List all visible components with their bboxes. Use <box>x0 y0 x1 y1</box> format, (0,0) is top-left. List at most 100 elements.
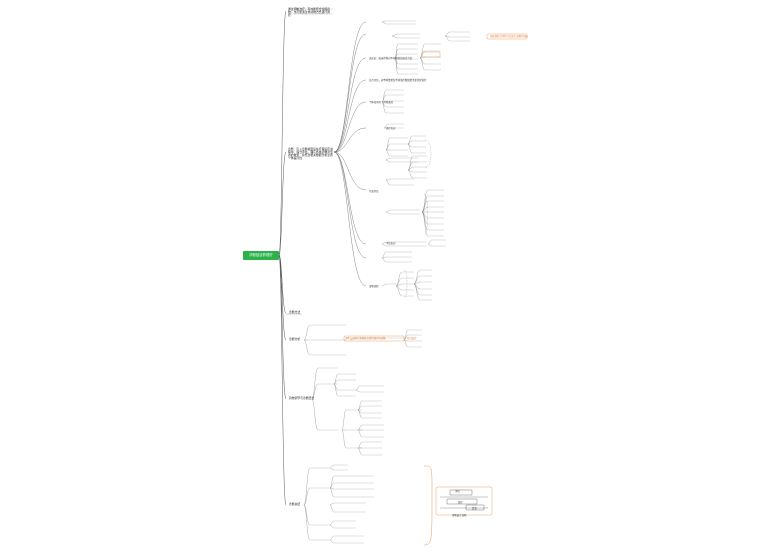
edge-183 <box>403 334 409 341</box>
edge-159 <box>413 281 421 285</box>
edge-244 <box>329 467 335 471</box>
edge-2 <box>278 151 287 256</box>
frame-171 <box>486 33 528 40</box>
b6-bracket <box>423 465 433 546</box>
branch-5-label[interactable]: 药物调节与诊断结合 <box>289 396 315 400</box>
frame-269 <box>465 504 485 511</box>
edge-246 <box>329 475 335 489</box>
edge-194 <box>311 398 319 431</box>
edge-192 <box>311 383 319 400</box>
edge-143 <box>381 283 387 287</box>
edge-93 <box>407 155 414 171</box>
edge-238 <box>303 504 311 526</box>
edge-248 <box>329 482 335 489</box>
edge-43 <box>419 50 426 59</box>
edge-14 <box>333 127 367 153</box>
edge-236 <box>303 487 311 506</box>
edge-107 <box>385 209 391 213</box>
frame-189 <box>343 335 405 342</box>
edge-262 <box>329 535 335 541</box>
edge-242 <box>329 464 335 469</box>
branch-4-label[interactable]: 诊断分析 <box>289 337 301 341</box>
edge-258 <box>329 520 335 526</box>
frame-266 <box>435 486 493 516</box>
edge-206 <box>355 389 361 393</box>
edge-165 <box>413 283 421 301</box>
edge-75 <box>385 143 391 151</box>
b2-child-4[interactable]: 治疗反应 <box>386 127 396 130</box>
summary-arc-167 <box>424 139 432 169</box>
b2-child-5[interactable]: 疗效评估 <box>369 190 379 193</box>
edge-179 <box>349 337 357 341</box>
edge-125 <box>421 211 429 231</box>
b2-child-6[interactable]: 不良反应 <box>386 242 396 245</box>
edge-67 <box>381 101 387 114</box>
edge-91 <box>385 159 391 163</box>
edge-187 <box>403 339 409 348</box>
edge-216 <box>357 405 363 411</box>
b6-box-cell-3: 复查 <box>472 507 477 510</box>
branch-3-label[interactable]: 诊断方法 <box>289 310 301 314</box>
edge-83 <box>407 140 413 145</box>
edge-101 <box>407 169 414 179</box>
edge-81 <box>407 135 413 145</box>
edge-212 <box>341 429 347 449</box>
edge-111 <box>421 189 429 213</box>
edge-133 <box>427 239 433 245</box>
b6-box-cell-2: 治疗 <box>458 501 463 504</box>
b2-child-7[interactable]: 诊断流程 <box>369 285 379 288</box>
edge-19 <box>381 20 387 23</box>
edge-103 <box>385 178 391 181</box>
note-orange-mid: 诊断与用药方案相结合需持续评估调整 <box>345 337 386 340</box>
edge-9 <box>333 21 367 153</box>
edge-109 <box>385 211 391 215</box>
edge-39 <box>394 57 399 75</box>
edge-135 <box>427 243 433 247</box>
note-orange-low: 综合结论 <box>407 337 417 340</box>
edge-260 <box>329 524 335 529</box>
b6-box-title: 诊断结合流程 <box>452 514 467 517</box>
edge-250 <box>329 487 335 490</box>
summary-arc-169 <box>403 269 408 299</box>
edge-1 <box>278 10 287 256</box>
edge-79 <box>385 149 391 157</box>
b2-child-1[interactable]: 适应证：临床药物对不同患者的治疗方案 <box>369 57 413 60</box>
edge-18 <box>333 151 367 287</box>
edge-147 <box>395 277 403 287</box>
edge-137 <box>381 251 387 259</box>
branch-2-label[interactable]: 诊断：引入诊断模型后在疗程设定进程中，综合评估，确认各类药物对患者的效果，并结合… <box>288 147 333 160</box>
edge-153 <box>395 285 403 297</box>
edge-157 <box>413 275 421 285</box>
edge-13 <box>333 101 367 153</box>
b2-child-2[interactable]: 综合评估，对不同患者在不同治疗阶段给予差异化治疗 <box>369 79 427 82</box>
edge-87 <box>407 143 413 154</box>
edge-15 <box>333 151 367 191</box>
edge-254 <box>329 502 335 506</box>
edge-177 <box>303 339 311 356</box>
branch-6-label[interactable]: 诊断总结 <box>289 502 301 506</box>
edge-252 <box>329 487 335 498</box>
edge-73 <box>385 137 391 151</box>
b2-child-3[interactable]: 个体化用药：药物选择 <box>369 101 393 104</box>
b6-box-cell-1: 评估 <box>455 490 460 493</box>
edge-117 <box>421 206 429 213</box>
edge-173 <box>303 324 311 341</box>
root-node[interactable]: 诊断结合药理疗 <box>243 251 279 260</box>
edge-196 <box>333 373 339 385</box>
edge-95 <box>407 161 414 171</box>
edge-149 <box>395 283 403 287</box>
edge-105 <box>385 179 391 186</box>
edge-16 <box>333 151 367 245</box>
edge-21 <box>381 21 387 25</box>
edge-214 <box>357 400 363 411</box>
edge-23 <box>391 33 399 37</box>
edge-127 <box>421 211 429 237</box>
edge-190 <box>311 367 319 400</box>
edge-256 <box>329 504 335 513</box>
edge-55 <box>444 35 451 42</box>
edge-208 <box>341 409 347 431</box>
branch-1-label[interactable]: 通过调制治疗，有时能结合使用药物，也可能通过非药物方式进行调控 <box>288 7 330 17</box>
edge-49 <box>419 57 426 71</box>
edge-12 <box>333 79 367 153</box>
